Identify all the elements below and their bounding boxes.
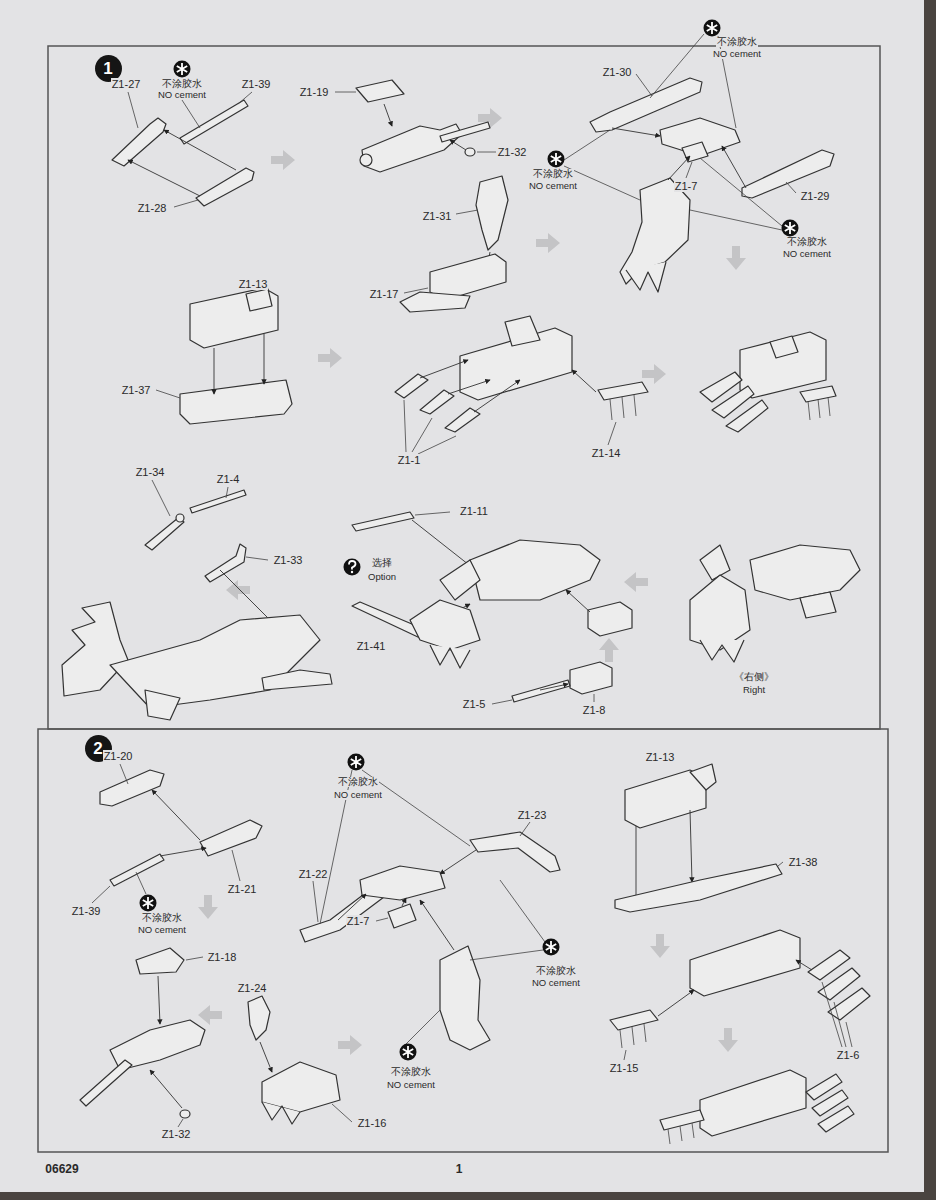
part-number: Z1-8 (582, 704, 607, 717)
cement-note: NO cement (712, 49, 762, 60)
part-number: Z1-5 (462, 698, 487, 711)
part-number: Z1-39 (71, 905, 102, 918)
part-number: Z1-20 (103, 750, 134, 763)
option-note: 选择 (371, 558, 393, 569)
cement-note: 不涂胶水 (161, 79, 203, 90)
cement-note: NO cement (531, 978, 581, 989)
part-number: Z1-21 (227, 883, 258, 896)
part-number: Z1-6 (836, 1049, 861, 1062)
cement-note: NO cement (333, 790, 383, 801)
part-number: Z1-29 (800, 190, 831, 203)
part-number: Z1-13 (645, 751, 676, 764)
part-number: Z1-14 (591, 447, 622, 460)
part-number: Z1-28 (137, 202, 168, 215)
side-note: 《右侧》 (733, 672, 775, 683)
cement-note: 不涂胶水 (716, 37, 758, 48)
part-number: Z1-1 (397, 454, 422, 467)
part-number: Z1-33 (273, 554, 304, 567)
footer-text: 06629 (44, 1163, 79, 1177)
part-number: Z1-17 (369, 288, 400, 301)
part-number: Z1-11 (459, 505, 489, 518)
part-number: Z1-32 (497, 146, 528, 159)
cement-note: NO cement (782, 249, 832, 260)
cement-note: 不涂胶水 (532, 169, 574, 180)
part-number: Z1-22 (298, 868, 329, 881)
part-number: Z1-38 (788, 856, 819, 869)
part-number: Z1-41 (356, 640, 387, 653)
option-note: Option (367, 572, 397, 583)
cement-note: 不涂胶水 (337, 777, 379, 788)
cement-note: 不涂胶水 (535, 966, 577, 977)
part-number: Z1-32 (161, 1128, 192, 1141)
part-number: Z1-19 (299, 86, 330, 99)
cement-note: 不涂胶水 (390, 1067, 432, 1078)
part-number: Z1-15 (609, 1062, 640, 1075)
part-number: Z1-34 (135, 466, 166, 479)
part-number: Z1-30 (602, 66, 633, 79)
cement-note: NO cement (137, 925, 187, 936)
cement-note: NO cement (528, 181, 578, 192)
part-number: Z1-37 (121, 384, 152, 397)
cement-note: 不涂胶水 (141, 913, 183, 924)
part-number: Z1-16 (357, 1117, 388, 1130)
cement-note: 不涂胶水 (786, 237, 828, 248)
part-number: Z1-18 (207, 951, 238, 964)
part-number: Z1-27 (111, 78, 142, 91)
part-number: Z1-7 (346, 915, 371, 928)
part-number: Z1-13 (238, 278, 269, 291)
cement-note: NO cement (386, 1080, 436, 1091)
part-number: Z1-31 (422, 210, 453, 223)
part-number: Z1-4 (216, 473, 241, 486)
part-number: Z1-39 (241, 78, 272, 91)
step-number-text: 2 (93, 740, 102, 757)
step-number-text: 1 (103, 60, 112, 77)
part-number: Z1-24 (237, 982, 268, 995)
cement-note: NO cement (157, 90, 207, 101)
part-number: Z1-23 (517, 809, 548, 822)
part-number: Z1-7 (674, 180, 699, 193)
footer-text: 1 (455, 1163, 464, 1177)
side-note: Right (742, 685, 766, 696)
